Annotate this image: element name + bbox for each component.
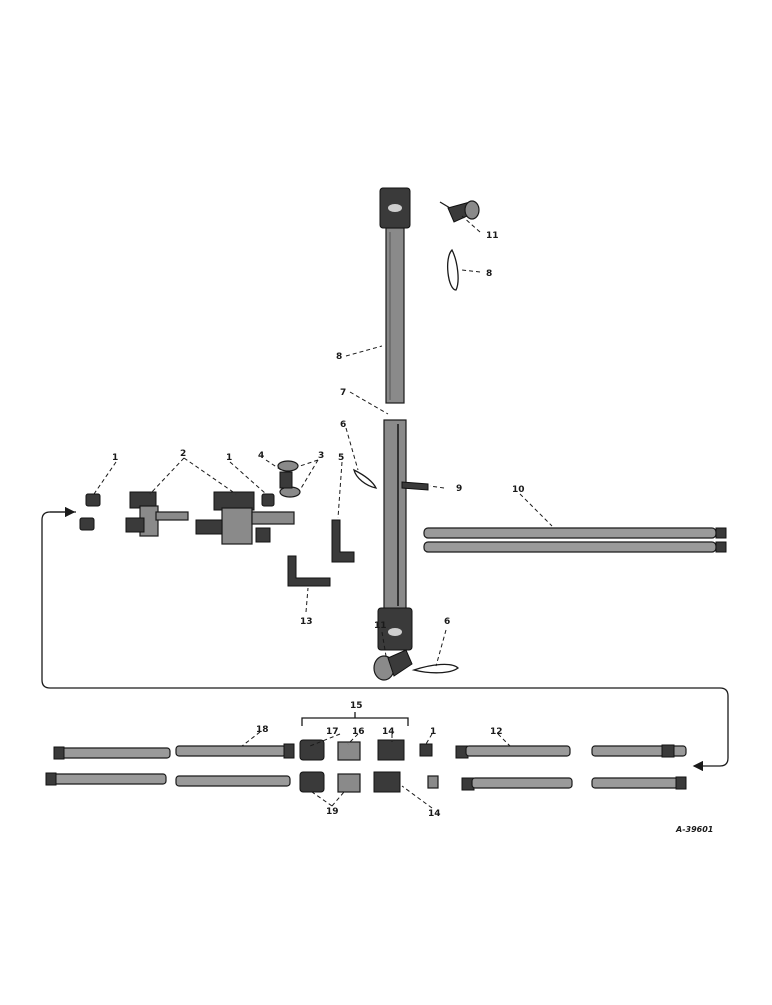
hose-10	[423, 527, 727, 553]
valve-assembly-left	[125, 491, 189, 537]
callout-8-top: 8	[486, 269, 492, 279]
callout-3: 3	[318, 451, 324, 461]
figure-id: A-39601	[675, 825, 713, 834]
callout-4: 4	[258, 451, 264, 461]
clip-6	[353, 468, 378, 489]
callout-2: 2	[180, 449, 186, 459]
callout-11-top: 11	[486, 231, 499, 241]
elbow-5	[331, 519, 355, 563]
l-pin-13	[287, 555, 331, 587]
pin-9	[401, 481, 429, 491]
upper-rod-assembly	[379, 187, 411, 404]
connector-loop	[41, 506, 729, 772]
cotter-pin-top	[446, 248, 459, 291]
callout-8-rod: 8	[336, 352, 342, 362]
callout-10: 10	[512, 485, 525, 495]
callout-7: 7	[340, 388, 346, 398]
pin-bottom	[373, 649, 413, 681]
callout-14-bottom: 14	[428, 809, 441, 819]
callout-19: 19	[326, 807, 339, 817]
callout-6-top: 6	[340, 420, 346, 430]
spring-4	[279, 471, 293, 489]
callout-15: 15	[350, 701, 363, 711]
callout-12: 12	[490, 727, 503, 737]
hoses-12	[455, 744, 687, 791]
washers-3	[277, 460, 301, 498]
hoses-18	[45, 743, 295, 787]
callout-9: 9	[456, 484, 462, 494]
valve-assembly-right	[195, 491, 295, 545]
fitting-1-left	[79, 493, 101, 531]
fitting-1-mid	[261, 493, 275, 507]
callout-18: 18	[256, 725, 269, 735]
callout-11-bottom: 11	[374, 621, 387, 631]
callout-16: 16	[352, 727, 365, 737]
callout-14-top: 14	[382, 727, 395, 737]
callout-13: 13	[300, 617, 313, 627]
callout-1-left: 1	[112, 453, 118, 463]
callout-6-bottom: 6	[444, 617, 450, 627]
cotter-pin-bottom	[411, 663, 459, 674]
callout-5: 5	[338, 453, 344, 463]
callout-17: 17	[326, 727, 339, 737]
fittings-group-15	[299, 739, 439, 793]
callout-1-bottom: 1	[430, 727, 436, 737]
lower-cylinder-assembly	[377, 419, 413, 651]
callout-1-mid: 1	[226, 453, 232, 463]
pin-top	[439, 200, 480, 223]
